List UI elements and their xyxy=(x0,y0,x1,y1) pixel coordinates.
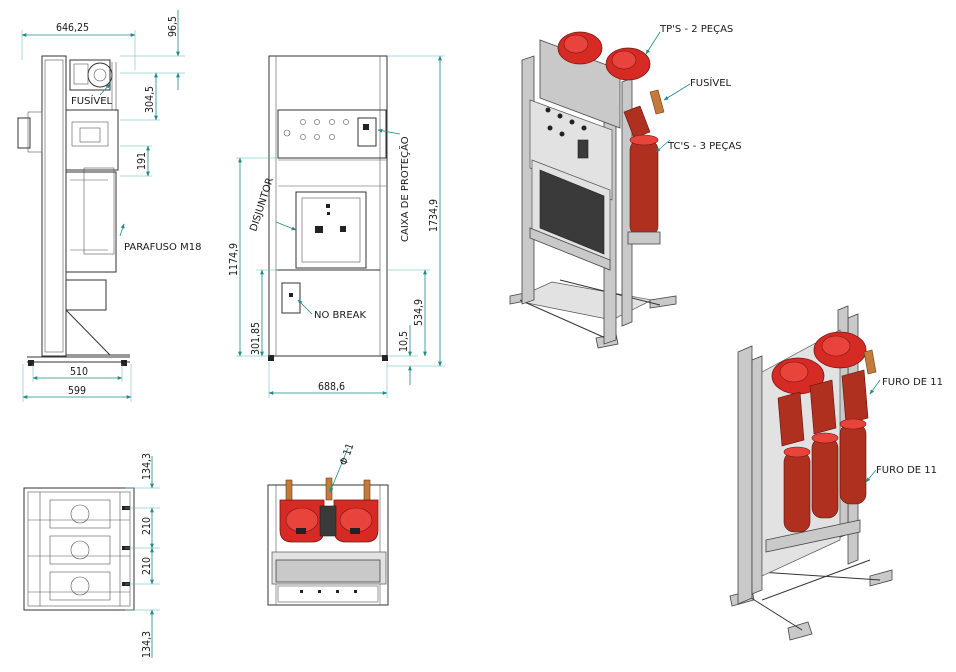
side-dim-upper: 304,5 xyxy=(144,86,156,113)
top-front-dim-hole: Φ 11 xyxy=(338,442,357,467)
top-front-view: Φ 11 xyxy=(267,442,389,606)
iso-view-2: FURO DE 11 FURO DE 11 xyxy=(729,305,943,641)
side-dim-base-inner: 510 xyxy=(70,366,88,378)
top-view: 134,3 210 210 134,3 xyxy=(23,453,160,658)
side-dim-mid: 191 xyxy=(136,152,148,170)
front-dim-cutout-height: 301,85 xyxy=(250,322,262,355)
side-dim-base-outer: 599 xyxy=(68,385,86,397)
side-dim-width: 646,25 xyxy=(56,22,89,34)
iso1-label-tps: TP'S - 2 PEÇAS xyxy=(659,24,733,35)
front-dim-lower-height: 1174,9 xyxy=(228,243,240,276)
iso-view-1: TP'S - 2 PEÇAS FUSÍVEL TC'S - 3 PEÇAS xyxy=(509,24,742,349)
front-dim-foot: 10,5 xyxy=(398,331,410,352)
iso1-label-tcs: TC'S - 3 PEÇAS xyxy=(667,141,742,152)
iso1-label-fuse: FUSÍVEL xyxy=(690,76,732,89)
front-label-no-break: NO BREAK xyxy=(314,310,366,321)
front-dim-width: 688,6 xyxy=(318,381,345,393)
front-view: 1174,9 301,85 1734,9 534,9 10,5 688,6 DI… xyxy=(228,55,445,398)
top-dim-b: 210 xyxy=(141,517,153,535)
iso2-label-hole-top: FURO DE 11 xyxy=(882,377,943,388)
side-dim-top: 96,5 xyxy=(167,16,179,37)
front-dim-total-height: 1734,9 xyxy=(428,199,440,232)
top-dim-a: 134,3 xyxy=(141,453,153,480)
front-label-protection-box: CAIXA DE PROTEÇÃO xyxy=(398,136,411,242)
side-label-screw: PARAFUSO M18 xyxy=(124,242,201,253)
front-dim-lower-box: 534,9 xyxy=(413,299,425,326)
top-dim-d: 134,3 xyxy=(141,631,153,658)
side-label-fuse: FUSÍVEL xyxy=(71,94,113,107)
front-label-breaker: DISJUNTOR xyxy=(248,177,276,233)
side-view: 646,25 96,5 304,5 191 xyxy=(17,10,201,402)
top-dim-c: 210 xyxy=(141,557,153,575)
iso2-label-hole-bottom: FURO DE 11 xyxy=(876,465,937,476)
